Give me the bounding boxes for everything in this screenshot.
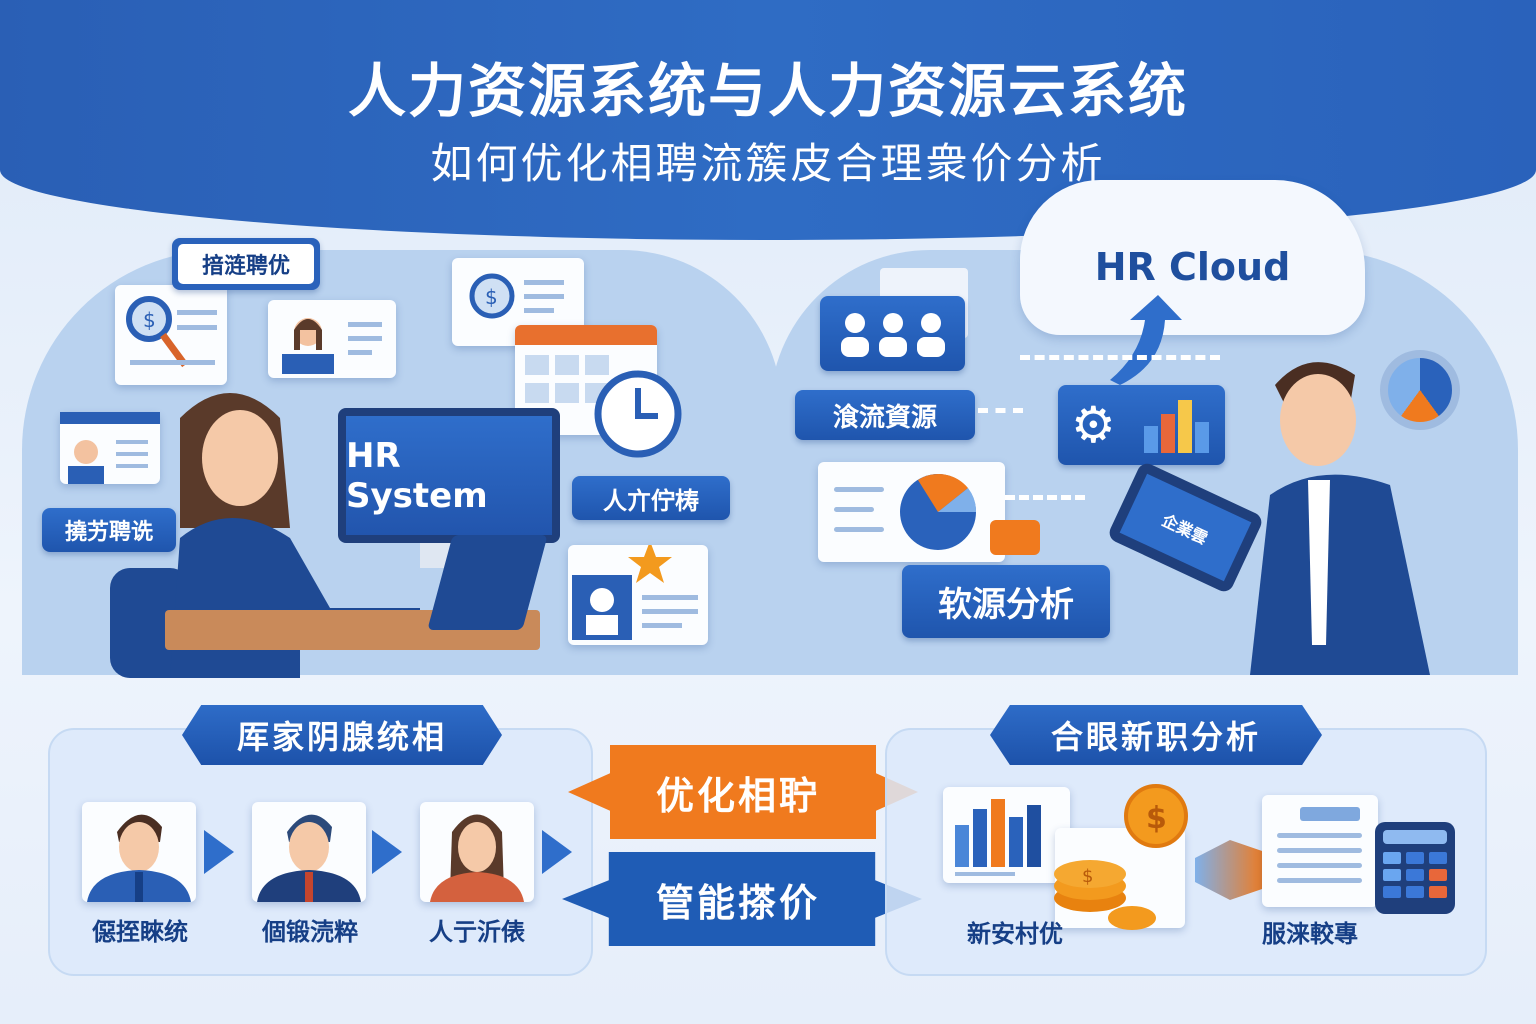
tag-right: 人亣佇梼 bbox=[572, 476, 730, 520]
gear-pie-icon bbox=[1380, 350, 1460, 430]
team-card bbox=[820, 296, 965, 371]
cloud-shape bbox=[1020, 180, 1365, 335]
optimize-arrow bbox=[568, 745, 918, 839]
tag-top-label: 揞涟聘优 bbox=[178, 244, 314, 284]
calculator-icon bbox=[1375, 822, 1455, 914]
contract-document bbox=[1262, 795, 1378, 907]
arrow-right-icon bbox=[204, 830, 234, 874]
coins-icon: $$ bbox=[1054, 784, 1188, 930]
settings-chart-card: ⚙ bbox=[1058, 385, 1225, 465]
woman-avatar-icon bbox=[430, 814, 524, 902]
salary-chart-card bbox=[943, 787, 1070, 883]
connector-line bbox=[978, 408, 1023, 413]
contract-label: 服涞較專 bbox=[1262, 920, 1358, 948]
bar-chart-icon bbox=[955, 799, 1041, 876]
monitor: HR System bbox=[338, 408, 560, 543]
star-profile-icon bbox=[572, 541, 698, 640]
tag-left: 撓艻聘诜 bbox=[42, 508, 176, 552]
arrow-right-icon bbox=[542, 830, 572, 874]
pie-chart-icon bbox=[900, 473, 977, 550]
svg-text:$: $ bbox=[143, 308, 156, 332]
woman-avatar-icon bbox=[282, 318, 382, 374]
page-subtitle: 如何优化相聘流簇皮合理衆价分析 bbox=[430, 139, 1106, 188]
salary-label: 新安村优 bbox=[967, 920, 1063, 948]
tag-resources: 湌流資源 bbox=[795, 390, 975, 440]
man-avatar-icon bbox=[87, 814, 191, 902]
connector-line bbox=[1005, 495, 1085, 500]
profile-card bbox=[268, 300, 396, 378]
person-card-1 bbox=[82, 802, 196, 902]
pie-report-card bbox=[818, 462, 1005, 562]
page-title: 人力资源系统与人力资源云系统 bbox=[347, 57, 1188, 125]
analysis-title: 合眼新职分析 bbox=[990, 705, 1322, 765]
manage-label: 管能搽价 bbox=[655, 880, 820, 925]
person-label-1: 僫挃睞统 bbox=[92, 918, 188, 946]
svg-text:$: $ bbox=[1082, 866, 1093, 887]
tag-analysis: 软源分析 bbox=[902, 565, 1110, 638]
man-avatar-icon bbox=[257, 814, 361, 902]
person-label-2: 個锻涜粹 bbox=[262, 918, 358, 946]
employee-card bbox=[60, 412, 160, 484]
gear-icon: ⚙ bbox=[1071, 396, 1116, 454]
team-icon bbox=[840, 312, 945, 357]
monitor-screen-text: HR System bbox=[346, 416, 552, 535]
upload-arrow-icon bbox=[1110, 295, 1182, 385]
man-avatar-icon bbox=[60, 412, 160, 484]
bar-chart-icon bbox=[1143, 399, 1209, 453]
manage-arrow bbox=[562, 852, 922, 946]
cloud-label: HR Cloud bbox=[1094, 245, 1291, 289]
process-title: 厍家阴腺统相 bbox=[182, 705, 502, 765]
key-icon bbox=[990, 520, 1040, 555]
rated-profile-card bbox=[568, 541, 708, 645]
person-label-3: 人亍沂俵 bbox=[429, 918, 525, 946]
search-document-card: $ bbox=[115, 285, 227, 385]
tag-top: 揞涟聘优 bbox=[172, 238, 320, 290]
connector-line bbox=[1020, 355, 1220, 360]
businessman-illustration bbox=[1250, 362, 1430, 675]
clock-icon bbox=[594, 370, 682, 458]
svg-text:$: $ bbox=[1146, 801, 1167, 836]
person-card-2 bbox=[252, 802, 366, 902]
optimize-label: 优化相聍 bbox=[655, 773, 820, 818]
dollar-icon: $ bbox=[469, 273, 564, 319]
arrow-right-icon bbox=[372, 830, 402, 874]
svg-text:$: $ bbox=[485, 285, 498, 309]
person-card-3 bbox=[420, 802, 534, 902]
magnifier-icon: $ bbox=[126, 296, 217, 368]
